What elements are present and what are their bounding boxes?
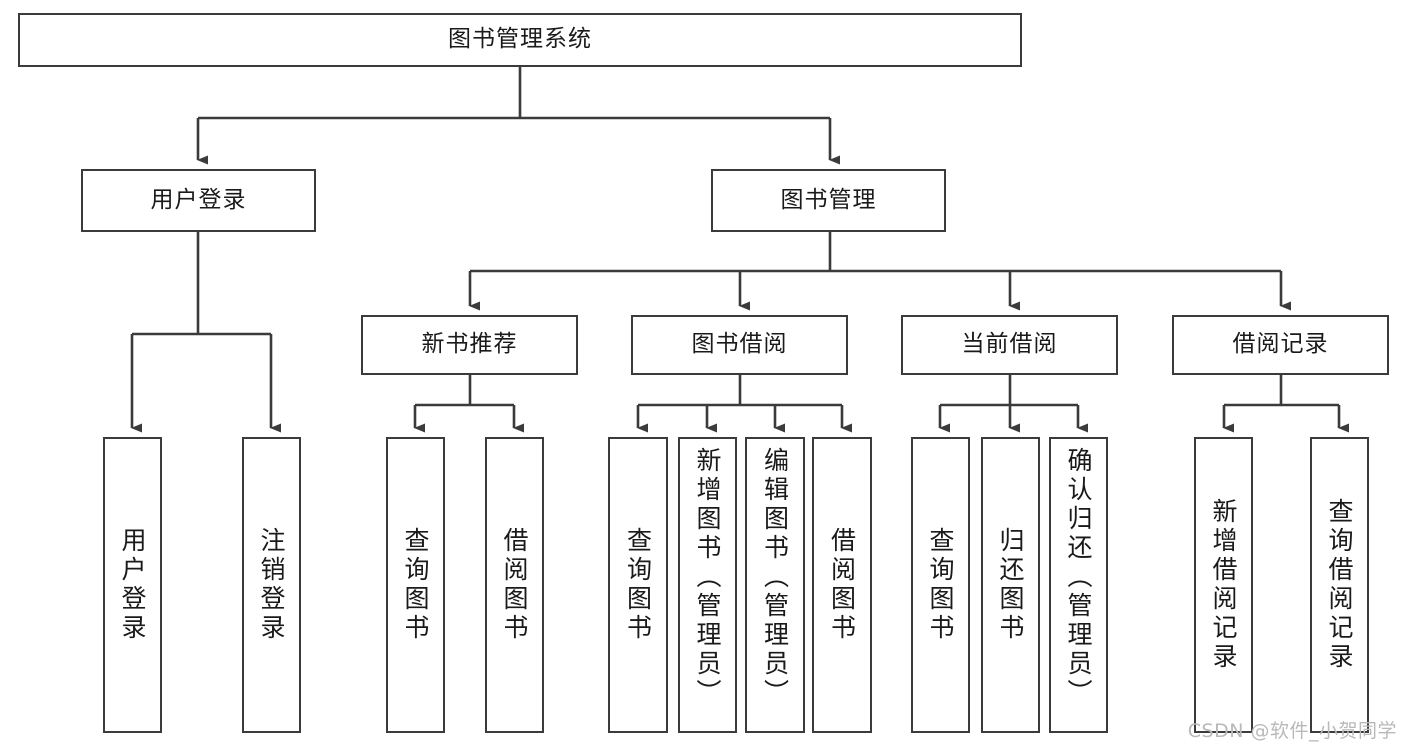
leaf-add-book-admin[interactable]: 新增图书（管理员） (678, 437, 737, 733)
node-book-borrow[interactable]: 图书借阅 (631, 315, 848, 375)
node-book-management[interactable]: 图书管理 (711, 169, 946, 232)
leaf-edit-book-admin[interactable]: 编辑图书（管理员） (745, 437, 805, 733)
leaf-return-books[interactable]: 归还图书 (981, 437, 1040, 733)
node-label: 图书管理 (780, 186, 877, 213)
node-label: 编辑图书（管理员） (760, 447, 790, 708)
leaf-query-borrow-record[interactable]: 查询借阅记录 (1310, 437, 1369, 733)
node-label: 借阅记录 (1232, 331, 1329, 358)
node-label: 确认归还（管理员） (1064, 447, 1093, 708)
node-label: 当前借阅 (961, 331, 1058, 358)
node-label: 借阅图书 (500, 527, 529, 643)
leaf-logout[interactable]: 注销登录 (242, 437, 301, 733)
node-user-login[interactable]: 用户登录 (81, 169, 316, 232)
node-label: 用户登录 (150, 186, 247, 213)
leaf-query-books-borrow[interactable]: 查询图书 (608, 437, 668, 733)
node-label: 查询图书 (401, 527, 430, 643)
node-label: 图书借阅 (691, 331, 788, 358)
node-borrow-records[interactable]: 借阅记录 (1172, 315, 1389, 375)
node-label: 用户登录 (118, 527, 147, 643)
leaf-borrow-books[interactable]: 借阅图书 (812, 437, 872, 733)
node-label: 新增图书（管理员） (693, 447, 722, 708)
node-current-borrow[interactable]: 当前借阅 (901, 315, 1118, 375)
node-label: 图书管理系统 (448, 26, 592, 53)
node-label: 归还图书 (996, 527, 1025, 643)
leaf-confirm-return-admin[interactable]: 确认归还（管理员） (1049, 437, 1108, 733)
leaf-borrow-books-recommend[interactable]: 借阅图书 (485, 437, 544, 733)
leaf-query-books-recommend[interactable]: 查询图书 (386, 437, 445, 733)
node-label: 新增借阅记录 (1209, 498, 1238, 672)
leaf-user-login[interactable]: 用户登录 (103, 437, 162, 733)
node-new-book-recommend[interactable]: 新书推荐 (361, 315, 578, 375)
node-label: 注销登录 (257, 527, 286, 643)
leaf-query-books-current[interactable]: 查询图书 (911, 437, 970, 733)
node-label: 查询借阅记录 (1325, 498, 1354, 672)
node-label: 查询图书 (926, 527, 955, 643)
leaf-add-borrow-record[interactable]: 新增借阅记录 (1194, 437, 1253, 733)
node-root-library-system[interactable]: 图书管理系统 (18, 13, 1022, 67)
node-label: 借阅图书 (827, 527, 857, 643)
node-label: 新书推荐 (421, 331, 518, 358)
node-label: 查询图书 (623, 527, 653, 643)
